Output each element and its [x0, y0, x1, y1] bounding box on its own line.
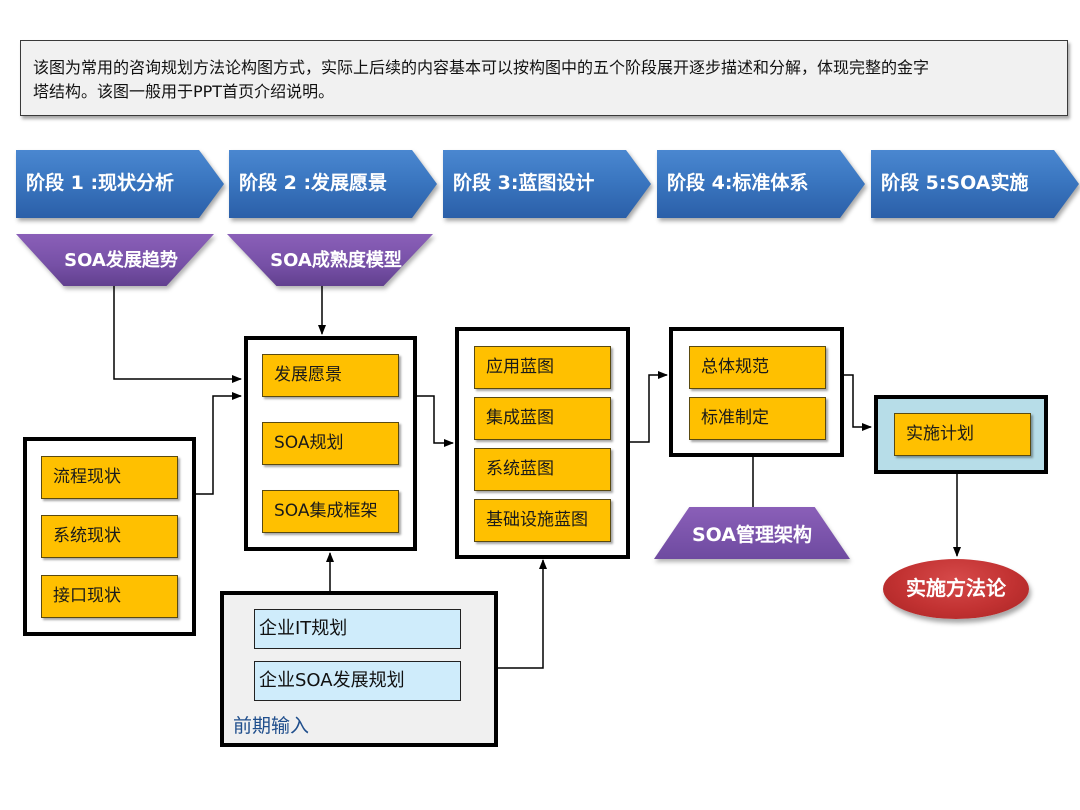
stage-label: 阶段 2 :发展愿景 [239, 172, 388, 194]
stage-label: 阶段 1 :现状分析 [26, 172, 175, 194]
chevron-arrow-shape [871, 150, 1079, 218]
stage-4-chevron: 阶段 4:标准体系 [657, 150, 865, 218]
stage-2-chevron: 阶段 2 :发展愿景 [229, 150, 437, 218]
current-state-item-process: 流程现状 [41, 456, 178, 499]
blueprint-group: 应用蓝图 集成蓝图 系统蓝图 基础设施蓝图 [455, 327, 630, 559]
stage-1-chevron: 阶段 1 :现状分析 [16, 150, 224, 218]
implementation-methodology-ellipse: 实施方法论 [883, 559, 1029, 619]
trapezoid-shape [654, 507, 850, 559]
implementation-group: 实施计划 [874, 395, 1048, 474]
stage-label: 阶段 4:标准体系 [667, 172, 809, 194]
trapezoid-label: SOA发展趋势 [64, 250, 178, 271]
arrow-current-to-vision [195, 392, 242, 495]
soa-integration-framework-item: SOA集成框架 [262, 490, 399, 533]
chevron-arrow-shape [657, 150, 865, 218]
current-state-item-system: 系统现状 [41, 515, 178, 558]
integration-blueprint-item: 集成蓝图 [474, 397, 611, 440]
methodology-label: 实施方法论 [906, 576, 1006, 600]
enterprise-it-plan-item: 企业IT规划 [254, 609, 461, 649]
enterprise-soa-plan-item: 企业SOA发展规划 [254, 661, 461, 701]
trapezoid-label: SOA管理架构 [691, 524, 813, 546]
general-spec-item: 总体规范 [689, 346, 826, 389]
chevron-arrow-shape [229, 150, 437, 218]
arrow-trend-to-vision [113, 286, 242, 383]
soa-trend-trapezoid: SOA发展趋势 [16, 234, 214, 286]
standards-group: 总体规范 标准制定 [669, 327, 844, 457]
stage-5-chevron: 阶段 5:SOA实施 [871, 150, 1079, 218]
arrow-prior-to-blueprint [497, 559, 547, 669]
current-state-group: 流程现状 系统现状 接口现状 [23, 437, 196, 636]
vision-group: 发展愿景 SOA规划 SOA集成框架 [244, 336, 417, 551]
chevron-arrow-shape [443, 150, 651, 218]
system-blueprint-item: 系统蓝图 [474, 448, 611, 491]
current-state-item-interface: 接口现状 [41, 575, 178, 618]
arrow-vision-to-blueprint [417, 395, 454, 447]
note-line-1: 该图为常用的咨询规划方法论构图方式，实际上后续的内容基本可以按构图中的五个阶段展… [33, 58, 930, 77]
arrow-blueprint-to-standards [630, 371, 668, 443]
prior-inputs-group: 企业IT规划 企业SOA发展规划 前期输入 [220, 591, 498, 747]
trapezoid-label: SOA成熟度模型 [270, 250, 402, 271]
chevron-arrow-shape [16, 150, 224, 218]
stage-label: 阶段 5:SOA实施 [881, 172, 1029, 194]
implementation-plan-item: 实施计划 [894, 413, 1031, 456]
note-line-2: 塔结构。该图一般用于PPT首页介绍说明。 [33, 82, 335, 101]
prior-inputs-caption: 前期输入 [233, 715, 310, 737]
app-blueprint-item: 应用蓝图 [474, 346, 611, 389]
stage-label: 阶段 3:蓝图设计 [453, 172, 595, 194]
soa-planning-item: SOA规划 [262, 422, 399, 465]
standard-making-item: 标准制定 [689, 397, 826, 440]
infrastructure-blueprint-item: 基础设施蓝图 [474, 499, 611, 542]
vision-item: 发展愿景 [262, 354, 399, 397]
arrow-standards-to-impl [843, 374, 872, 431]
soa-maturity-trapezoid: SOA成熟度模型 [227, 234, 433, 286]
soa-governance-trapezoid: SOA管理架构 [654, 507, 850, 559]
description-note: 该图为常用的咨询规划方法论构图方式，实际上后续的内容基本可以按构图中的五个阶段展… [20, 40, 1068, 116]
stage-3-chevron: 阶段 3:蓝图设计 [443, 150, 651, 218]
